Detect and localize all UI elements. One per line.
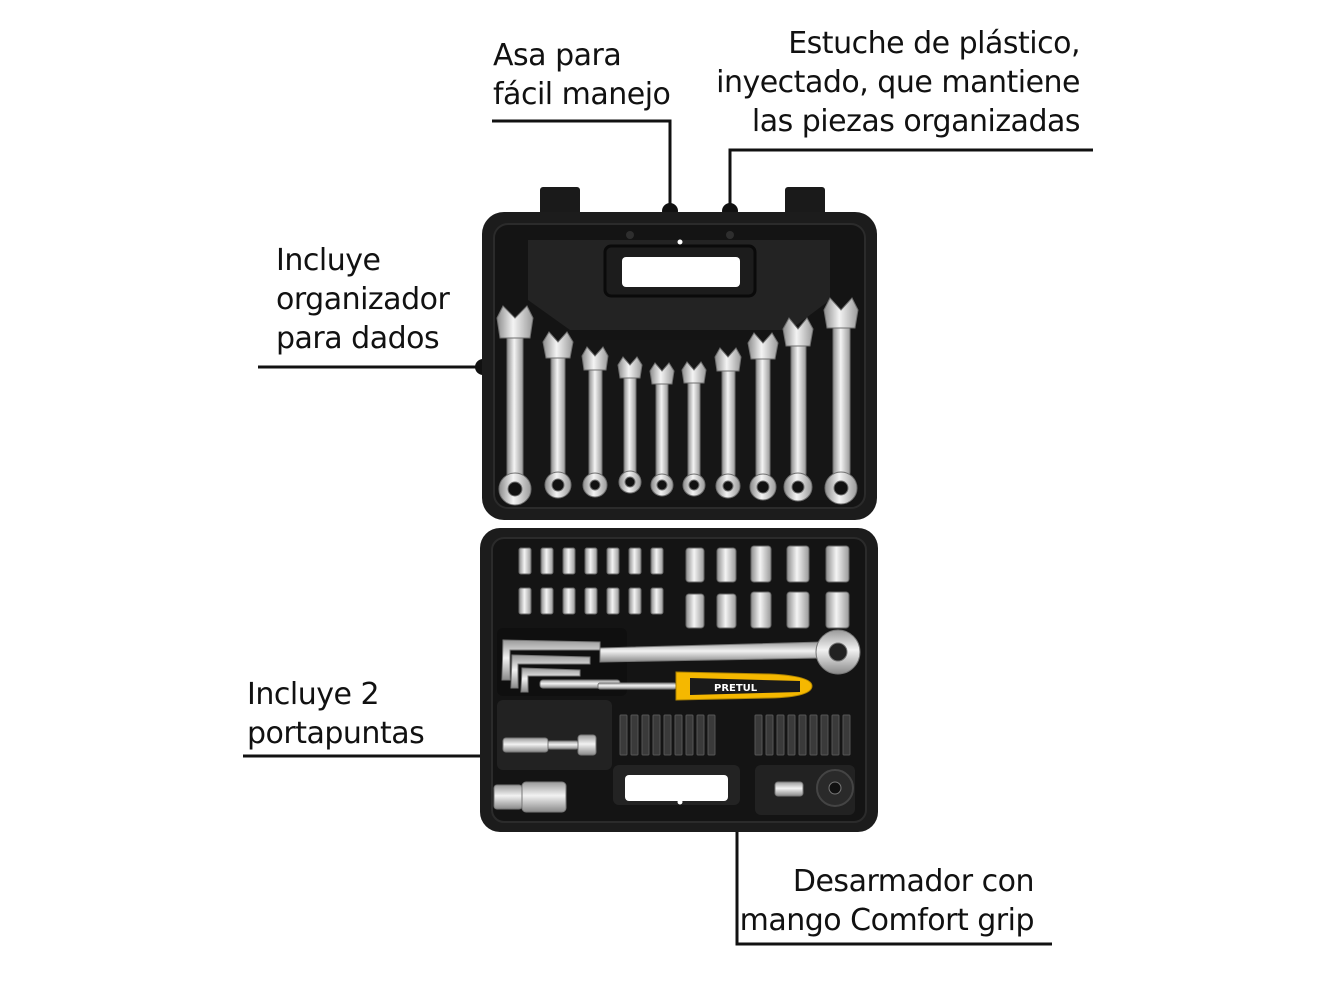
wrench-6 xyxy=(681,361,707,497)
spark-plug-socket xyxy=(493,781,567,813)
case-lid xyxy=(482,187,877,520)
wrench-8 xyxy=(747,332,779,501)
wrench-1 xyxy=(496,305,534,506)
wrench-3 xyxy=(581,346,609,498)
large-socket-rows xyxy=(685,545,850,629)
callout-organizer: Incluye organizador para dados xyxy=(276,243,450,356)
wrench-5 xyxy=(649,362,675,497)
ratchet-wrench xyxy=(599,629,861,675)
adapter-pieces xyxy=(774,769,854,807)
callout-case: Estuche de plástico, inyectado, que mant… xyxy=(716,26,1080,139)
leader-handle xyxy=(492,119,672,211)
bit-row-left xyxy=(619,714,716,756)
callout-holders: Incluye 2 portapuntas xyxy=(247,677,425,751)
bit-row-right xyxy=(754,714,851,756)
callout-handle: Asa para fácil manejo xyxy=(493,38,671,112)
wrench-7 xyxy=(714,347,742,499)
bit-holder-extension xyxy=(502,734,597,756)
screwdriver: PRETUL xyxy=(597,671,813,701)
wrench-4 xyxy=(617,356,643,494)
callout-screwdriver: Desarmador con mango Comfort grip xyxy=(739,864,1035,938)
wrench-set xyxy=(496,297,859,506)
screwdriver-logo: PRETUL xyxy=(714,683,758,694)
wrench-10 xyxy=(823,297,859,505)
small-socket-rows xyxy=(518,547,664,615)
wrench-9 xyxy=(782,317,814,502)
leader-case xyxy=(728,148,1093,211)
wrench-2 xyxy=(542,331,574,499)
